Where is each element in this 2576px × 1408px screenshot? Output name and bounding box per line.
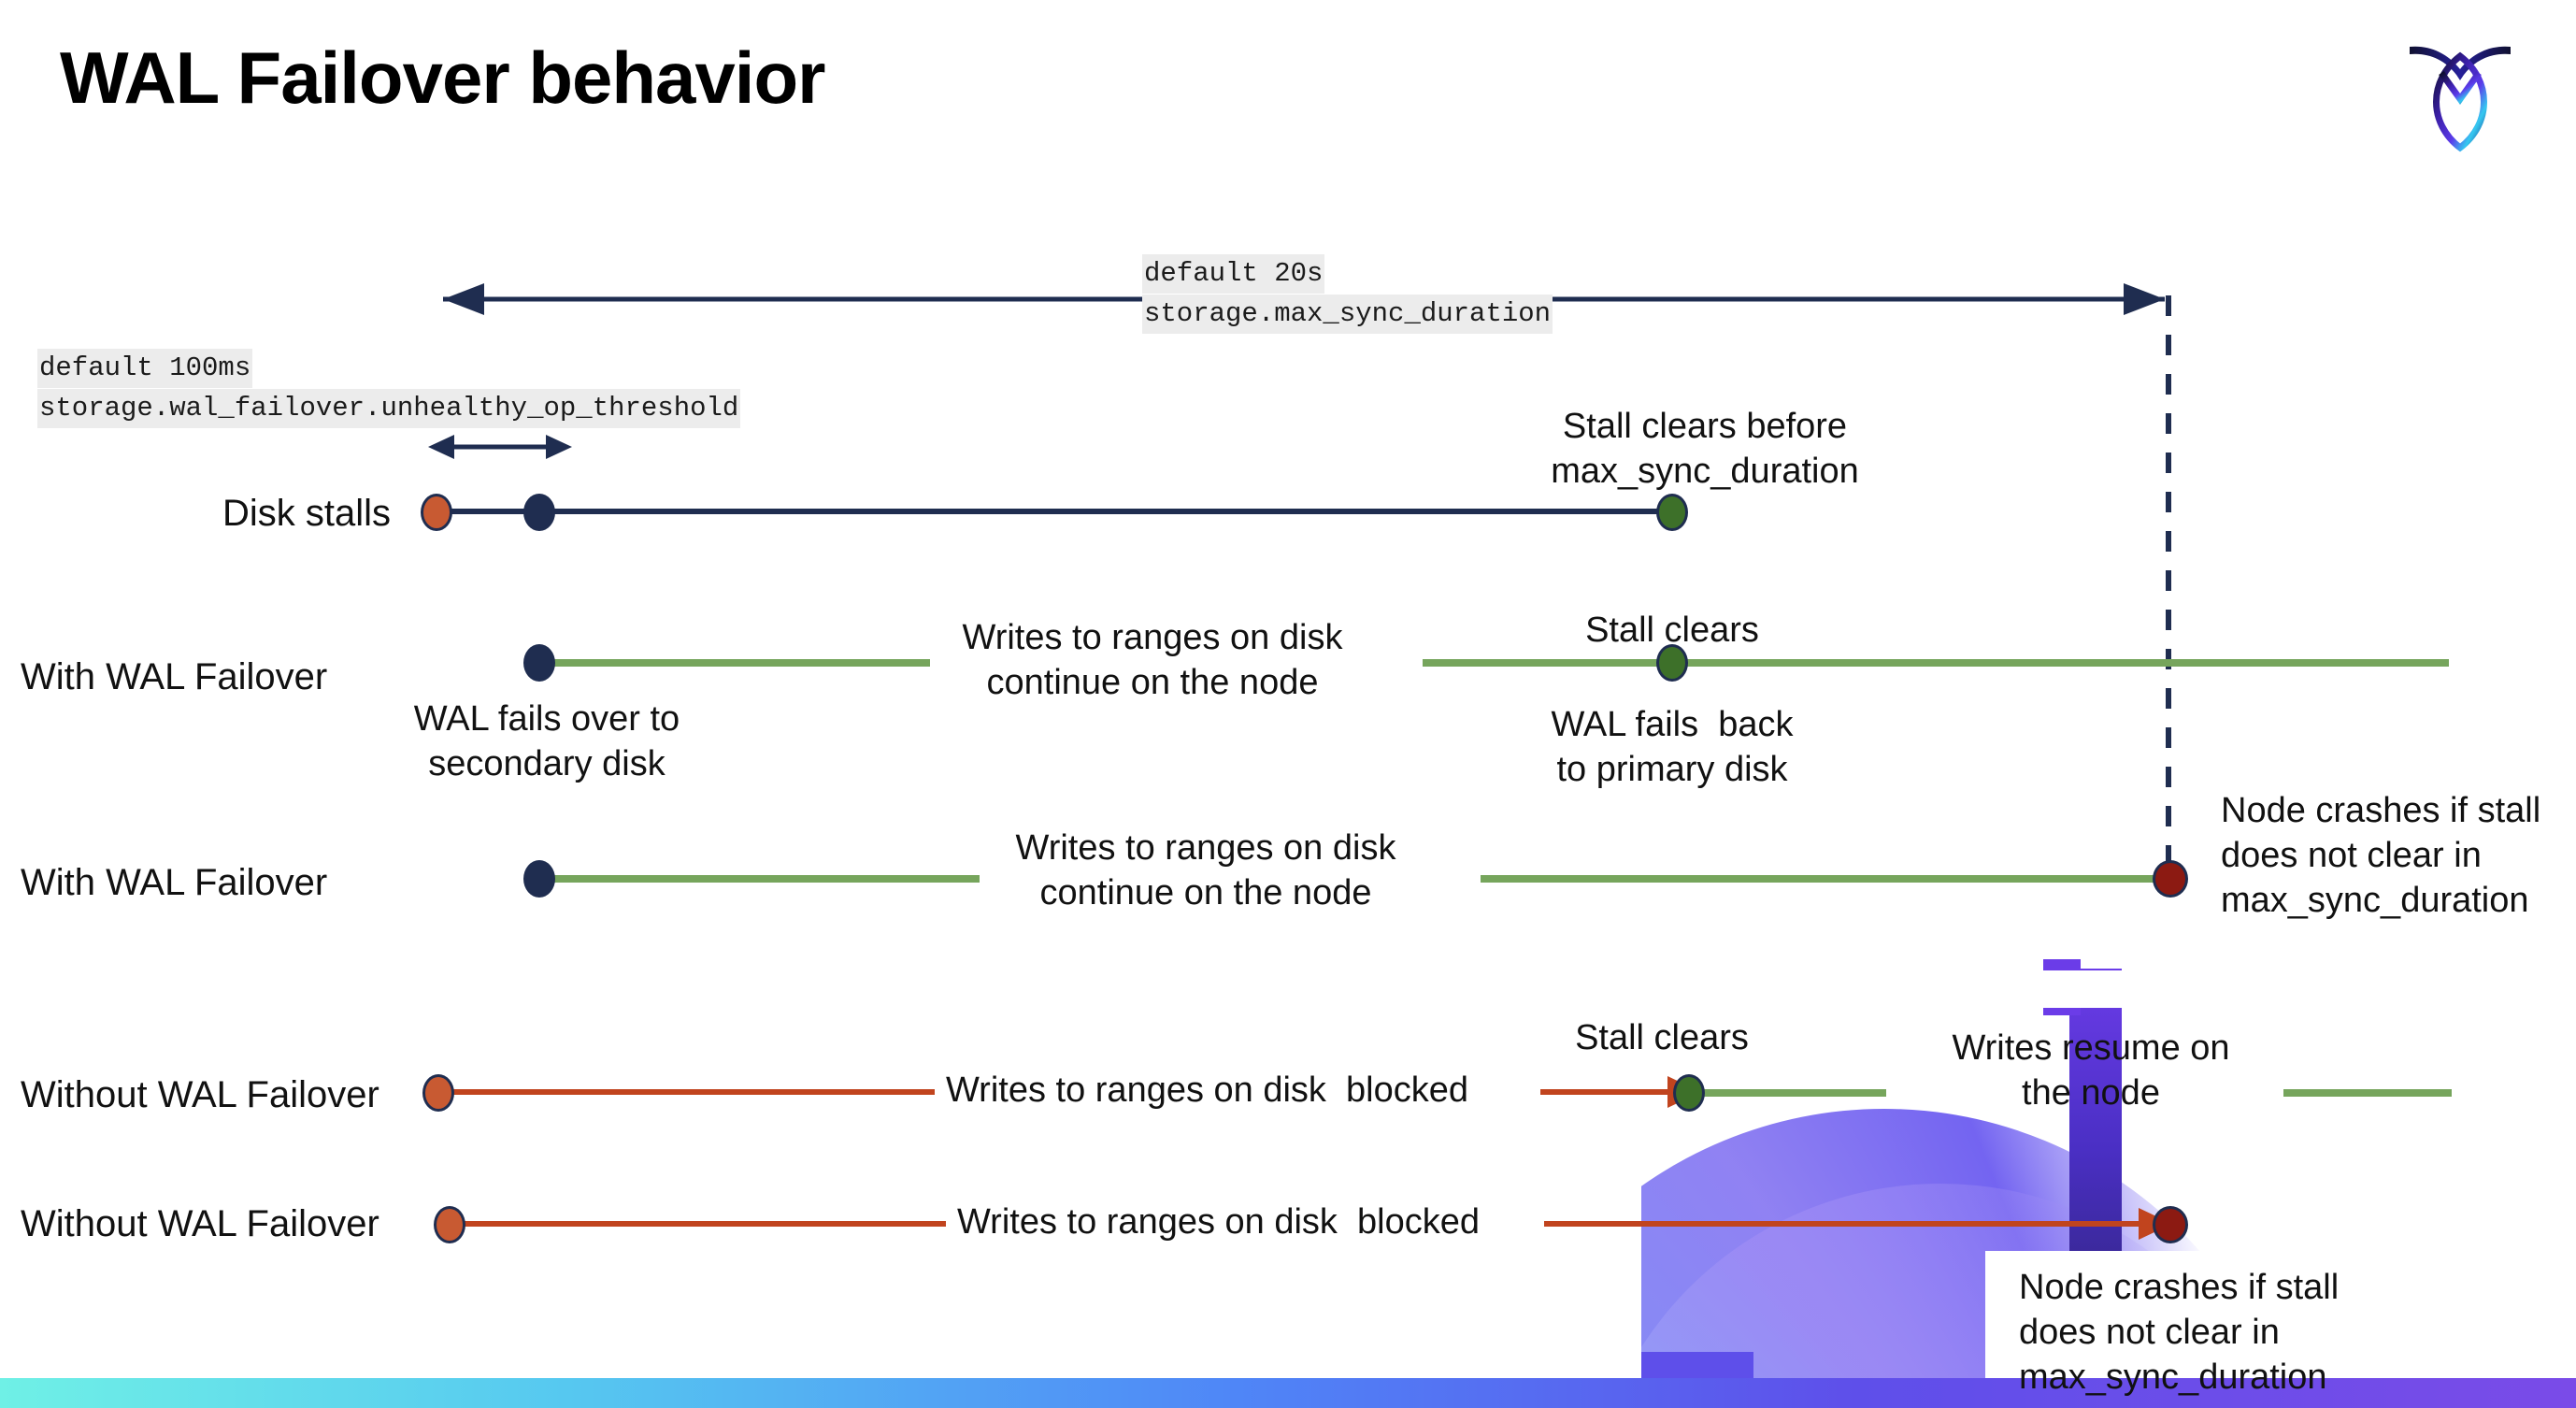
without-failover-1-stall-clear-marker: [1673, 1074, 1705, 1112]
note-writes-continue-2: Writes to ranges on disk continue on the…: [1015, 828, 1396, 912]
with-failover-1-line-left: [542, 659, 930, 667]
with-failover-2-line-right: [1481, 875, 2174, 883]
note-writes-blocked-2: Writes to ranges on disk blocked: [957, 1202, 1481, 1242]
wal-failback-marker: [1656, 644, 1688, 682]
note-wal-fails-over: WAL fails over to secondary disk: [413, 699, 680, 783]
with-failover-2-line-left: [542, 875, 980, 883]
note-stall-clears-2: Stall clears: [1575, 1018, 1749, 1057]
wal-failover-start-marker-2: [523, 860, 555, 898]
without-failover-1-line-resumed: [1694, 1089, 1886, 1097]
without-failover-2-stall-start-marker: [434, 1206, 465, 1243]
bottom-gradient-bar: [0, 1378, 2576, 1408]
note-wal-fails-back: WAL fails back to primary disk: [1551, 705, 1794, 789]
note-writes-blocked-1: Writes to ranges on disk blocked: [946, 1070, 1469, 1110]
disk-stall-start-marker: [421, 494, 452, 531]
cockroachdb-logo-icon: [2402, 28, 2519, 154]
unhealthy-op-threshold-arrow: [428, 435, 572, 459]
row-label-with-wal-failover-2: With WAL Failover: [21, 862, 328, 903]
note-stall-clears-1: Stall clears: [1585, 611, 1759, 650]
wal-failover-start-marker: [523, 644, 555, 682]
max-sync-duration-guide-dashed-line: [2166, 295, 2171, 883]
row-label-with-wal-failover-1: With WAL Failover: [21, 656, 328, 697]
without-failover-2-line-blocked-left: [451, 1221, 946, 1227]
disk-stall-clear-marker: [1656, 494, 1688, 531]
without-failover-1-line-blocked: [439, 1089, 935, 1095]
node-crash-marker-2: [2153, 1206, 2188, 1243]
without-failover-1-line-resumed-far: [2283, 1089, 2452, 1097]
with-failover-1-line-right: [1423, 659, 2449, 667]
page-title: WAL Failover behavior: [60, 36, 825, 119]
row-label-without-wal-failover-1: Without WAL Failover: [21, 1074, 379, 1115]
note-node-crashes-2: Node crashes if stall does not clear in …: [2019, 1268, 2340, 1397]
note-stall-clears-before-max-sync: Stall clears before max_sync_duration: [1551, 407, 1859, 491]
max-sync-duration-setting: storage.max_sync_duration: [1142, 295, 1553, 334]
note-writes-continue-1: Writes to ranges on disk continue on the…: [962, 618, 1343, 702]
note-node-crashes-1: Node crashes if stall does not clear in …: [2221, 791, 2541, 920]
row-label-disk-stalls: Disk stalls: [222, 493, 392, 534]
wal-threshold-marker: [523, 494, 555, 531]
unhealthy-op-threshold-default: default 100ms: [37, 349, 253, 388]
disk-stalls-line: [435, 509, 1673, 514]
row-label-without-wal-failover-2: Without WAL Failover: [21, 1203, 379, 1244]
without-failover-1-stall-start-marker: [422, 1074, 454, 1112]
unhealthy-op-threshold-setting: storage.wal_failover.unhealthy_op_thresh…: [37, 389, 741, 428]
node-crash-marker-1: [2153, 860, 2188, 898]
note-writes-resume: Writes resume on the node: [1952, 1028, 2230, 1113]
max-sync-duration-default: default 20s: [1142, 254, 1325, 294]
